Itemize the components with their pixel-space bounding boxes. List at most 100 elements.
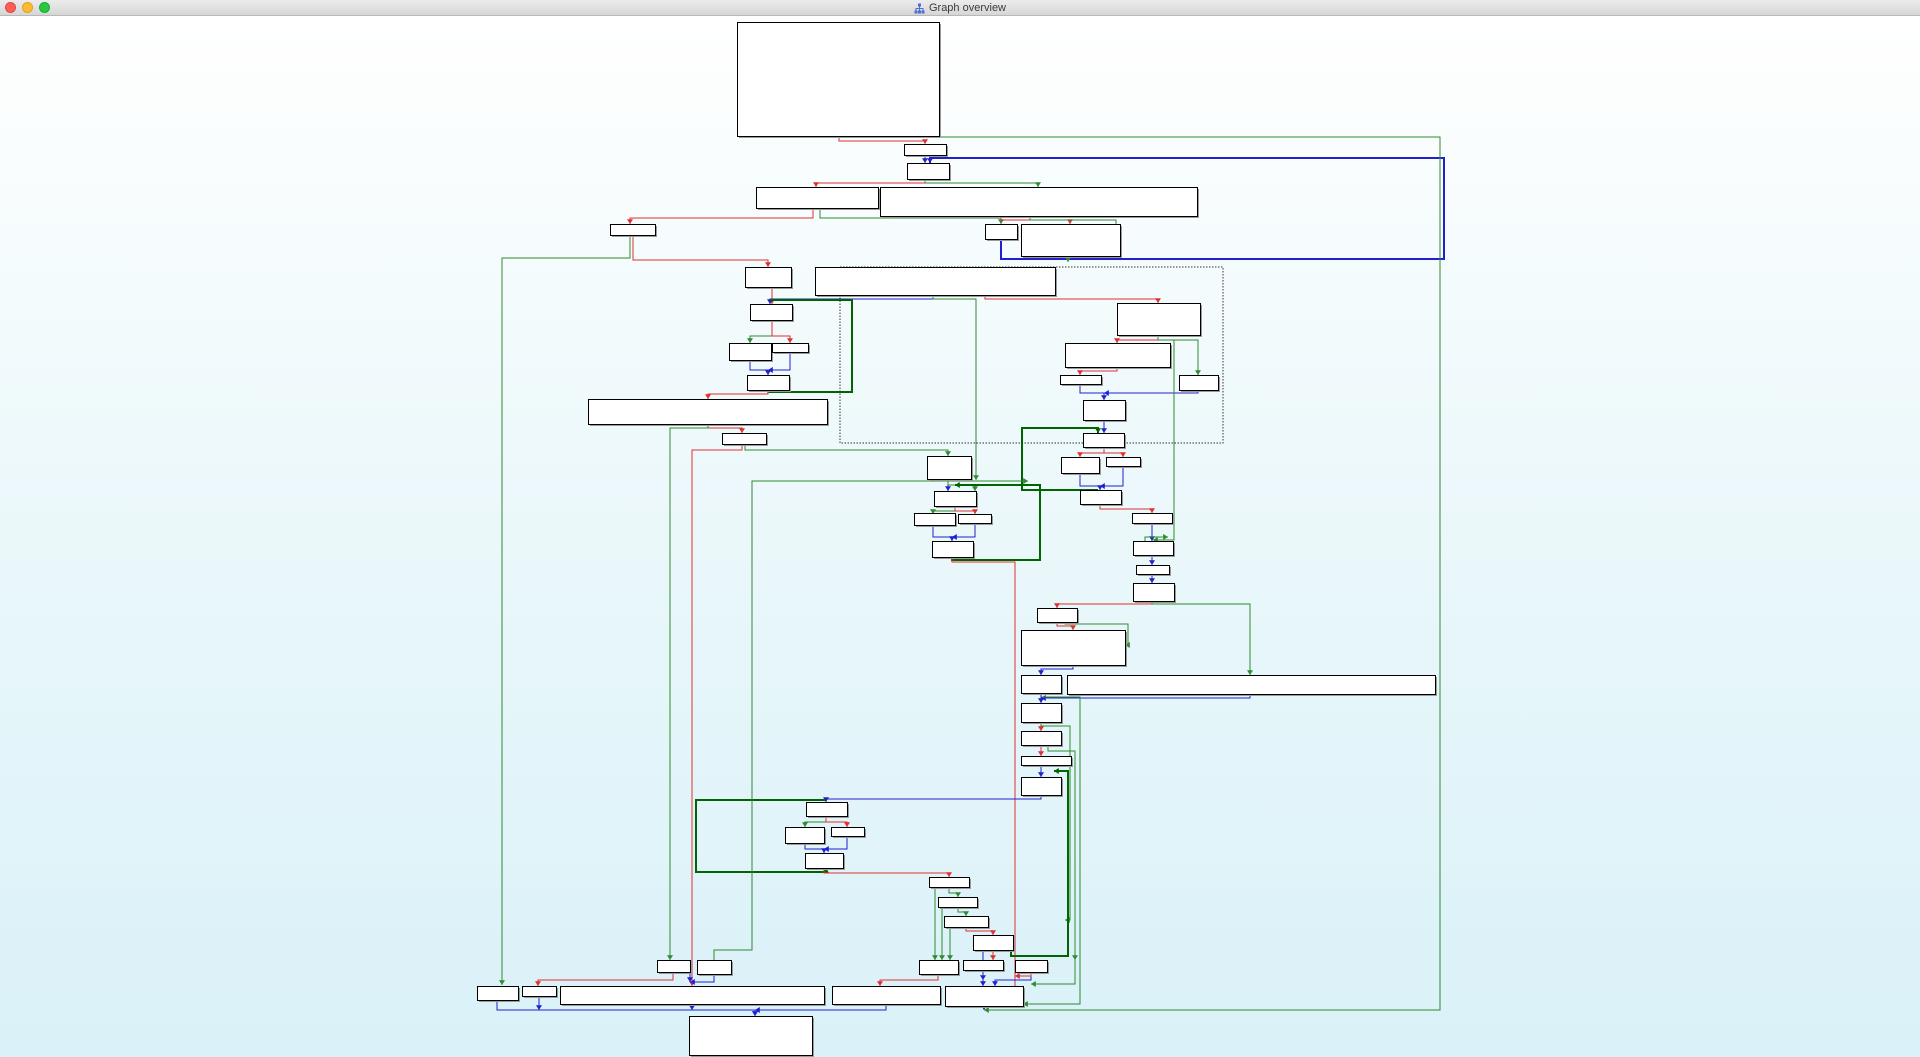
basic-block-node[interactable] (1061, 457, 1102, 476)
basic-block-node[interactable] (477, 986, 521, 1003)
node-box[interactable] (929, 877, 970, 888)
node-box[interactable] (963, 960, 1004, 971)
node-box[interactable] (756, 187, 879, 209)
basic-block-node[interactable] (832, 986, 943, 1007)
node-box[interactable] (985, 224, 1018, 240)
basic-block-node[interactable] (1117, 303, 1203, 338)
viewport-frame[interactable] (839, 266, 1224, 444)
node-box[interactable] (1179, 375, 1219, 391)
node-box[interactable] (1015, 960, 1048, 973)
basic-block-node[interactable] (944, 916, 991, 930)
basic-block-node[interactable] (772, 343, 811, 355)
node-box[interactable] (1117, 303, 1201, 336)
basic-block-node[interactable] (815, 267, 1058, 298)
basic-block-node[interactable] (919, 960, 961, 977)
node-box[interactable] (938, 897, 978, 908)
node-box[interactable] (932, 541, 974, 558)
basic-block-node[interactable] (722, 433, 769, 447)
basic-block-node[interactable] (1021, 777, 1064, 798)
basic-block-node[interactable] (945, 986, 1026, 1009)
node-box[interactable] (945, 986, 1024, 1007)
basic-block-node[interactable] (932, 541, 976, 560)
basic-block-node[interactable] (1021, 756, 1074, 768)
basic-block-node[interactable] (907, 163, 952, 182)
zoom-window-button[interactable] (39, 2, 50, 13)
basic-block-node[interactable] (1065, 343, 1173, 370)
graph-nodes[interactable] (477, 22, 1438, 1057)
basic-block-node[interactable] (831, 827, 867, 839)
node-box[interactable] (1132, 513, 1173, 524)
basic-block-node[interactable] (729, 343, 774, 363)
node-box[interactable] (722, 433, 767, 445)
node-box[interactable] (805, 853, 844, 869)
basic-block-node[interactable] (1021, 630, 1128, 668)
node-box[interactable] (1060, 375, 1102, 385)
node-box[interactable] (1021, 703, 1062, 723)
basic-block-node[interactable] (1179, 375, 1221, 393)
basic-block-node[interactable] (929, 877, 972, 890)
close-window-button[interactable] (5, 2, 16, 13)
node-box[interactable] (815, 267, 1056, 296)
node-box[interactable] (560, 986, 825, 1005)
node-box[interactable] (944, 916, 989, 928)
node-box[interactable] (1080, 490, 1122, 505)
node-box[interactable] (958, 514, 992, 524)
node-box[interactable] (689, 1016, 813, 1056)
window-titlebar[interactable]: Graph overview (0, 0, 1920, 16)
basic-block-node[interactable] (747, 375, 792, 393)
basic-block-node[interactable] (1021, 703, 1064, 725)
node-box[interactable] (1021, 224, 1121, 257)
node-box[interactable] (1037, 608, 1078, 623)
basic-block-node[interactable] (1133, 541, 1176, 558)
node-box[interactable] (880, 187, 1198, 217)
basic-block-node[interactable] (1083, 400, 1128, 423)
node-box[interactable] (1021, 630, 1126, 666)
node-box[interactable] (729, 343, 772, 361)
basic-block-node[interactable] (522, 986, 559, 999)
basic-block-node[interactable] (963, 960, 1006, 973)
basic-block-node[interactable] (737, 22, 942, 139)
node-box[interactable] (745, 267, 792, 288)
basic-block-node[interactable] (610, 224, 658, 238)
minimize-window-button[interactable] (22, 2, 33, 13)
basic-block-node[interactable] (805, 853, 846, 871)
node-box[interactable] (1021, 756, 1072, 766)
node-box[interactable] (697, 960, 732, 975)
basic-block-node[interactable] (973, 935, 1016, 953)
node-box[interactable] (1083, 400, 1126, 421)
basic-block-node[interactable] (958, 514, 994, 526)
node-box[interactable] (919, 960, 959, 975)
node-box[interactable] (1021, 675, 1062, 694)
node-box[interactable] (1136, 565, 1170, 575)
node-box[interactable] (657, 960, 691, 973)
node-box[interactable] (477, 986, 519, 1001)
basic-block-node[interactable] (1060, 375, 1104, 387)
control-flow-graph[interactable] (0, 17, 1920, 1057)
node-box[interactable] (934, 491, 977, 507)
basic-block-node[interactable] (914, 513, 958, 528)
node-box[interactable] (806, 802, 848, 817)
basic-block-node[interactable] (756, 187, 881, 211)
node-box[interactable] (750, 304, 793, 321)
node-box[interactable] (1021, 777, 1062, 796)
basic-block-node[interactable] (880, 187, 1200, 219)
basic-block-node[interactable] (1015, 960, 1050, 975)
node-box[interactable] (1083, 433, 1125, 448)
basic-block-node[interactable] (1021, 731, 1064, 748)
node-box[interactable] (1106, 457, 1141, 467)
node-box[interactable] (1065, 343, 1171, 368)
node-box[interactable] (1133, 541, 1174, 556)
basic-block-node[interactable] (904, 144, 949, 158)
node-box[interactable] (832, 986, 941, 1005)
node-box[interactable] (747, 375, 790, 391)
node-box[interactable] (772, 343, 809, 353)
basic-block-node[interactable] (697, 960, 734, 977)
basic-block-node[interactable] (985, 224, 1020, 242)
basic-block-node[interactable] (750, 304, 795, 323)
basic-block-node[interactable] (934, 491, 979, 509)
node-box[interactable] (927, 456, 972, 480)
node-box[interactable] (1061, 457, 1100, 474)
basic-block-node[interactable] (1136, 565, 1172, 577)
basic-block-node[interactable] (1067, 675, 1438, 697)
basic-block-node[interactable] (806, 802, 850, 819)
